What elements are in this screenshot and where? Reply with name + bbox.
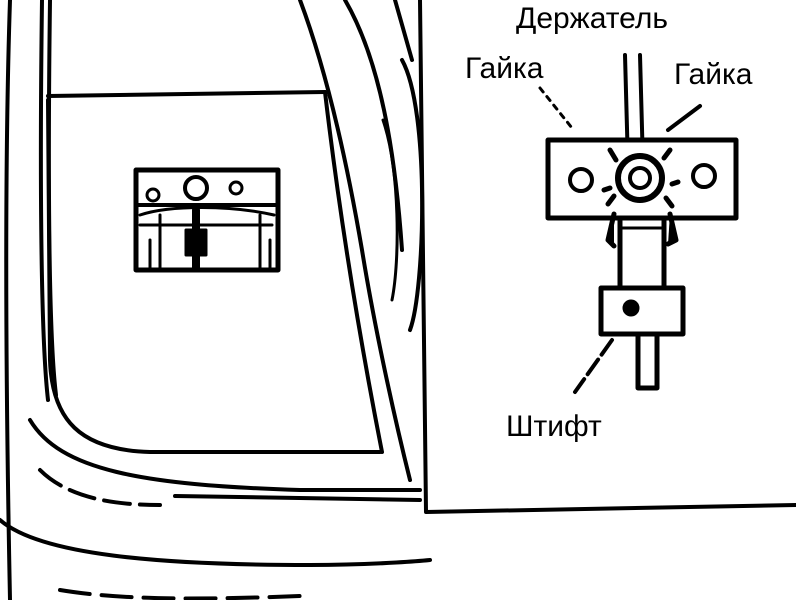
- detail-frame: [418, 0, 796, 514]
- nut-label-left: Гайка: [465, 52, 544, 85]
- pin-block: [598, 285, 686, 337]
- center-nut: [601, 147, 681, 209]
- pin-stem: [635, 331, 660, 391]
- holder-label: Держатель: [514, 2, 671, 35]
- pin-label: Штифт: [504, 410, 604, 443]
- bracket-thumbnail: [133, 167, 281, 273]
- leader-lines: [538, 86, 702, 394]
- nut-label-right: Гайка: [672, 58, 755, 91]
- vehicle-body: [0, 0, 432, 600]
- shaft-body: [605, 211, 679, 293]
